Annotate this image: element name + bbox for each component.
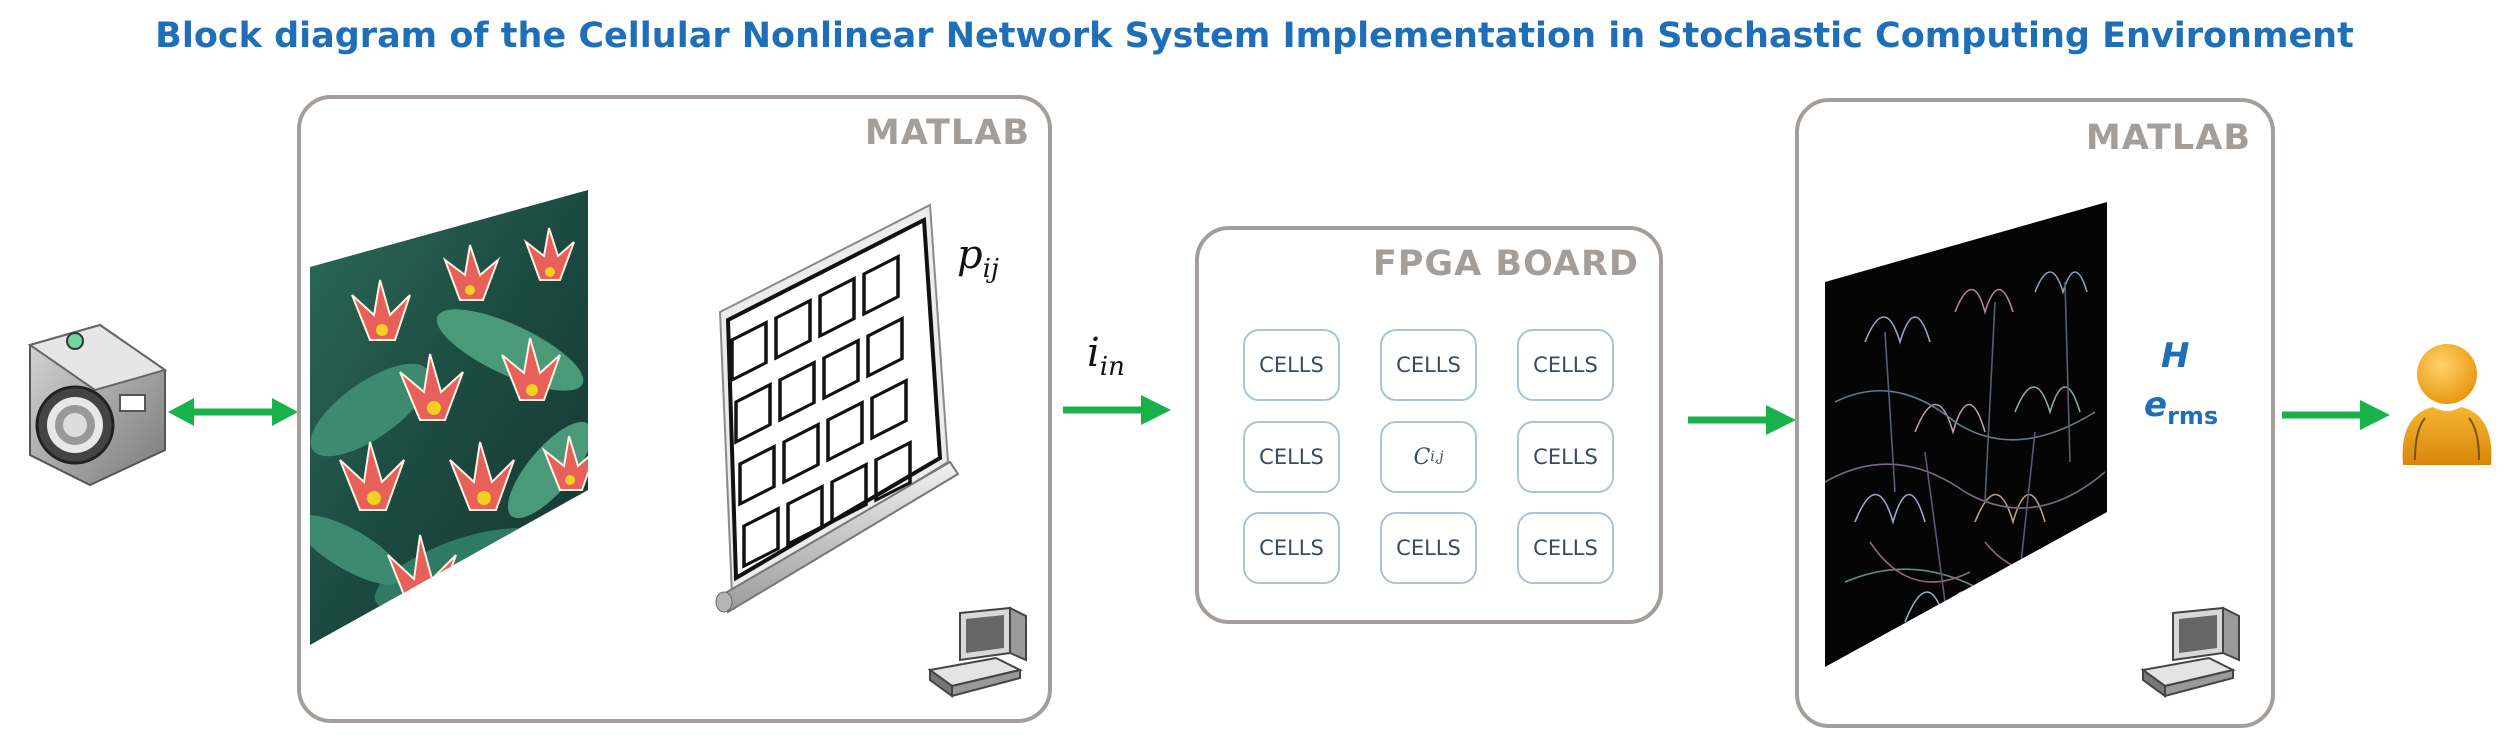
projection-screen-icon [715,203,960,614]
entropy-label-h: H [2161,336,2190,376]
cell-r1c0: CELLS [1243,421,1340,493]
arrow-to-fpga [1063,395,1171,425]
input-current-sub: in [1099,352,1125,382]
user-icon [2402,344,2492,465]
cell-center-sub: i,j [1430,449,1444,465]
cell-r2c2: CELLS [1517,512,1614,584]
cell-r2c0: CELLS [1243,512,1340,584]
matlab-right-label: MATLAB [2085,118,2251,158]
rms-error-label: erms [2144,385,2218,430]
input-current-label: iin [1087,330,1125,382]
cell-center-base: C [1413,444,1431,470]
cell-r0c1: CELLS [1380,329,1477,401]
arrow-to-user [2282,400,2390,430]
fpga-board-label: FPGA BOARD [1372,244,1639,284]
diagram-title: Block diagram of the Cellular Nonlinear … [155,16,2354,56]
arrow-to-matlab-right [1688,405,1796,435]
rms-error-sub: rms [2167,401,2219,430]
input-current-base: i [1087,330,1100,376]
input-flower-image [310,190,588,645]
computer-icon [927,606,1027,698]
cell-r2c1: CELLS [1380,512,1477,584]
output-edge-image [1825,202,2107,667]
cell-r0c0: CELLS [1243,329,1340,401]
pixel-label-base: p [957,232,983,278]
pixel-label-sub: ij [982,254,999,284]
pixel-label: pij [957,232,999,284]
rms-error-base: e [2144,385,2168,425]
cell-r1c2: CELLS [1517,421,1614,493]
bidirectional-arrow [168,398,298,426]
matlab-left-label: MATLAB [864,113,1030,153]
camera-icon [27,323,168,487]
cell-r0c2: CELLS [1517,329,1614,401]
computer-icon-right [2140,606,2240,698]
